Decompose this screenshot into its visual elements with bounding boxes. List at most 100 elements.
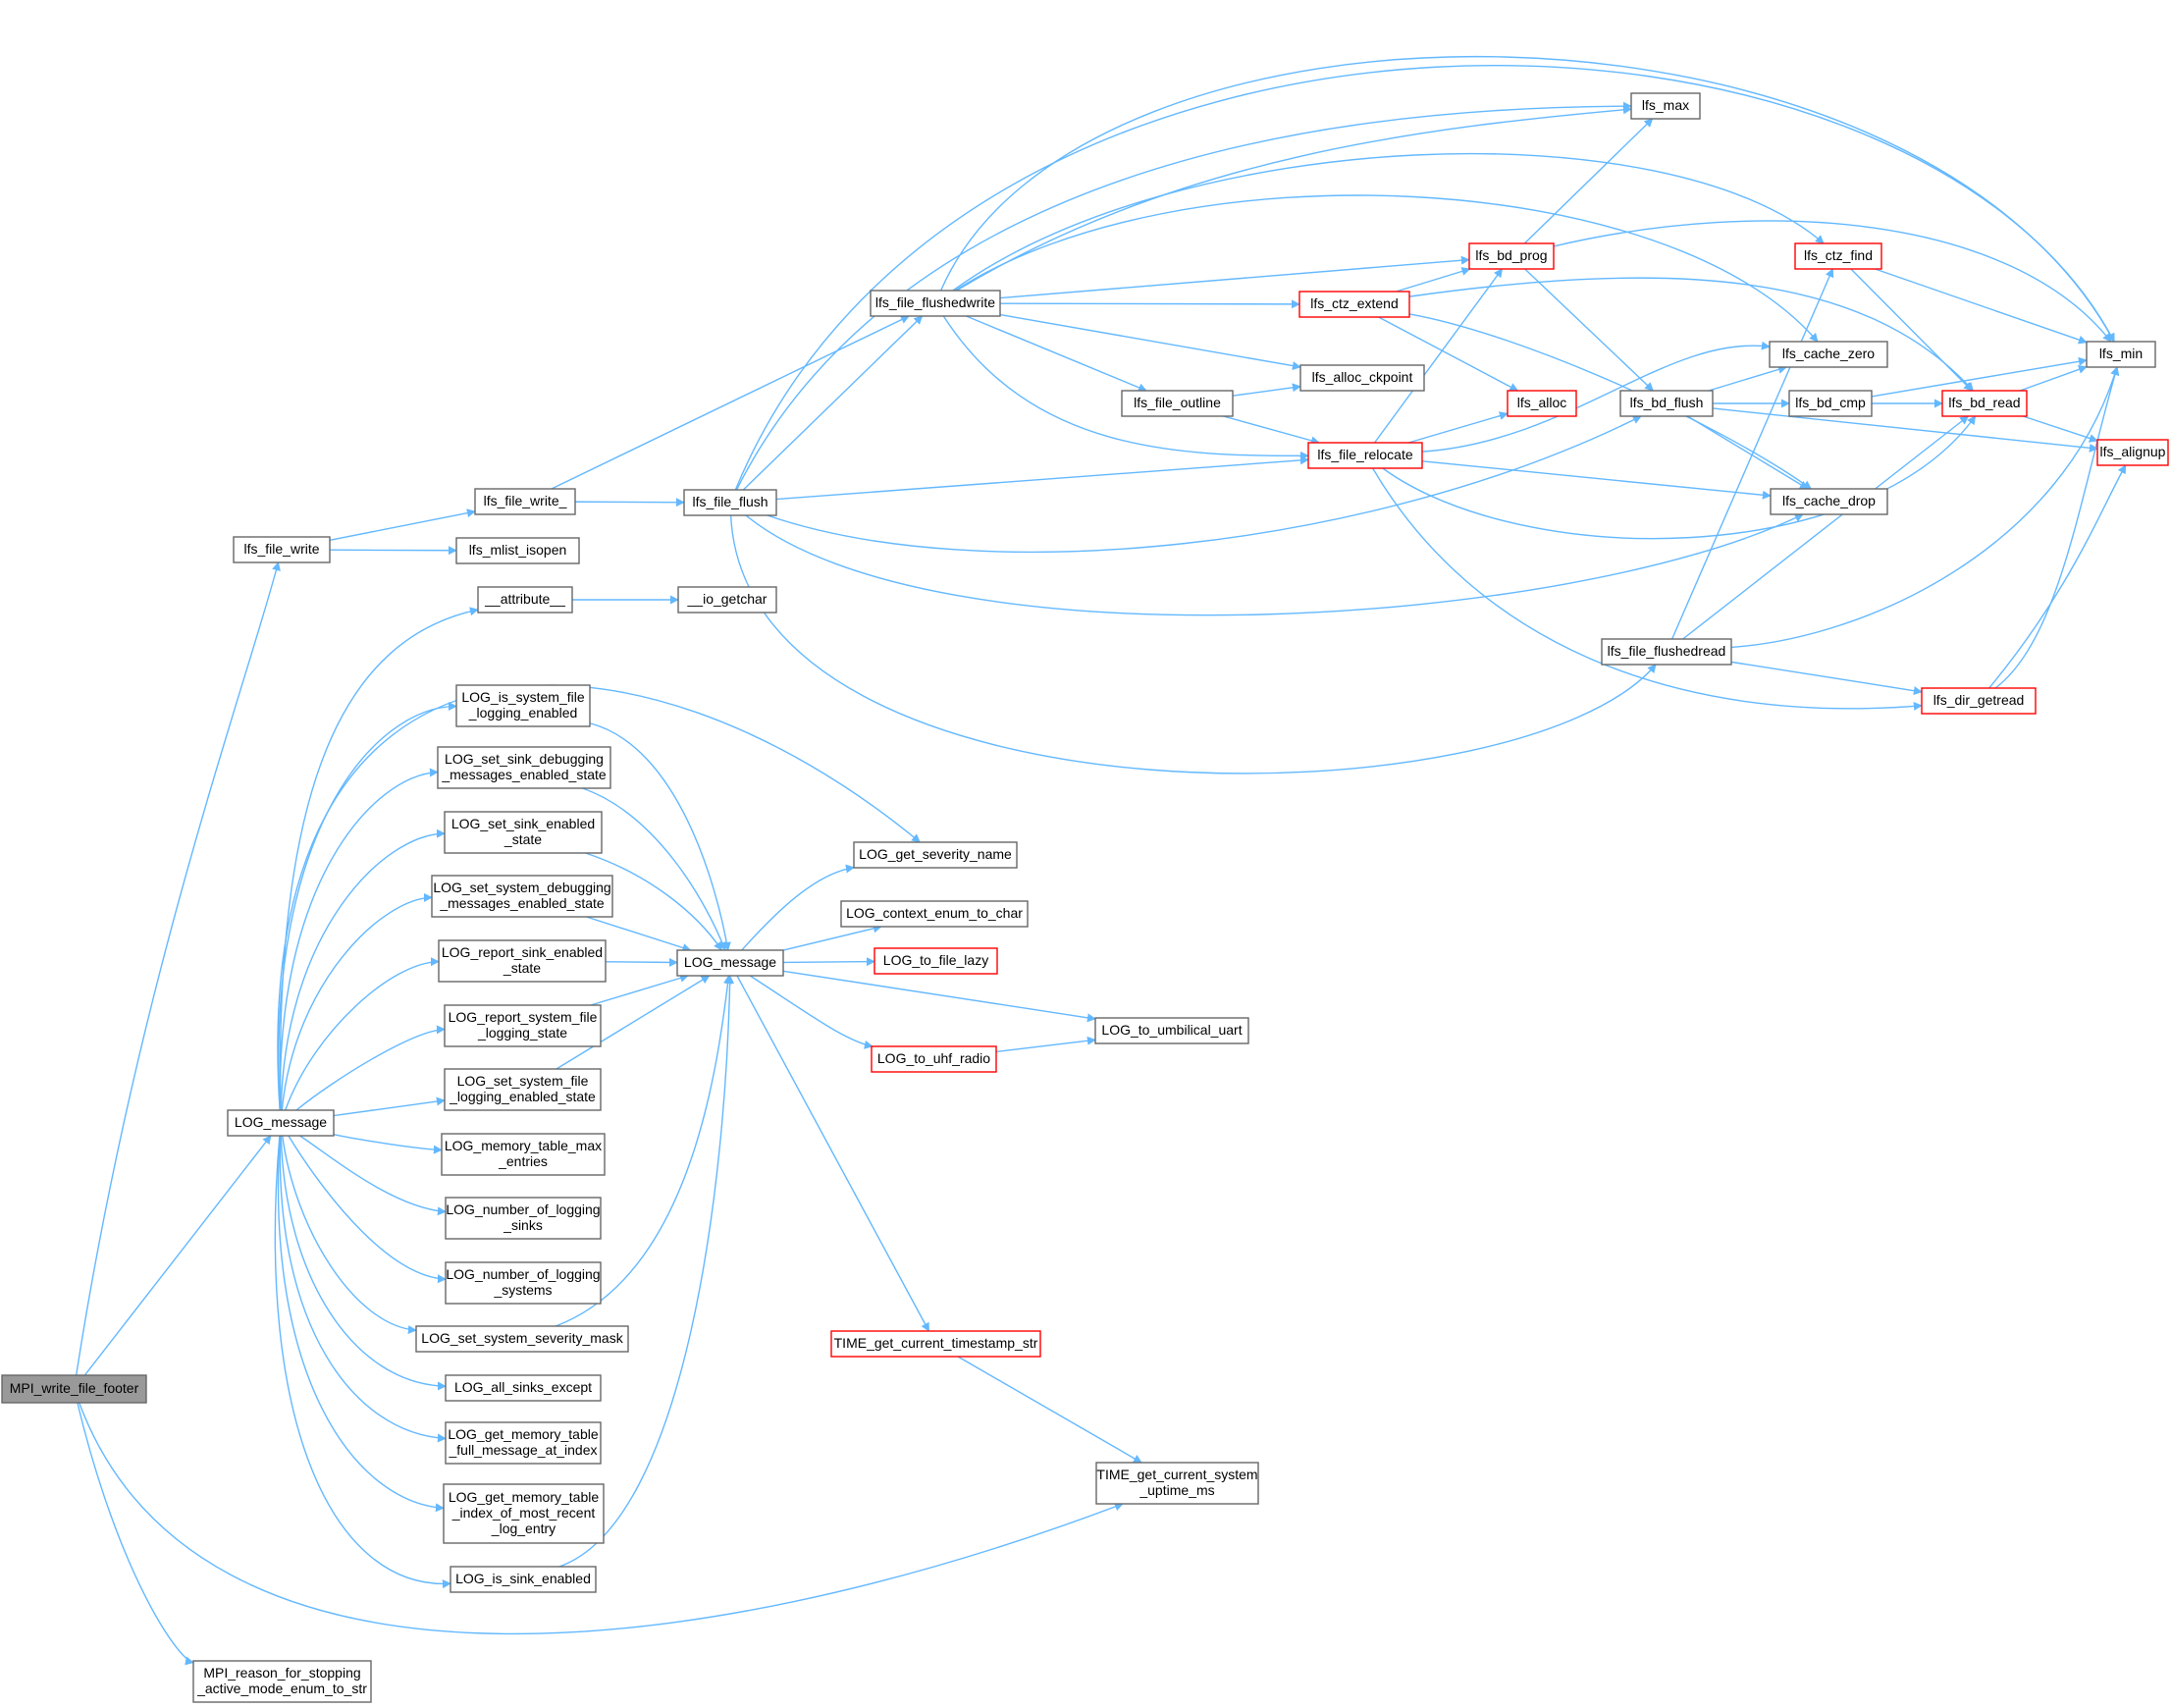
node-box [192,1660,372,1703]
edge-lfs_file_write_-to-lfs_file_flush [574,498,685,507]
edge-log_is_sys-to-log_message_b [589,722,731,951]
edge-log_message_a-to-log_set_sink_en [280,828,446,1111]
node-label: lfs_mlist_isopen [469,542,567,558]
nodes-layer: MPI_write_file_footer lfs_file_write lfs_f… [1,92,2169,1703]
node-lfs_file_flushedwrite[interactable]: lfs_file_flushedwrite [870,290,1001,317]
node-log_message_b[interactable]: LOG_message [676,949,784,977]
node-box [444,811,603,854]
node-label: _logging_enabled [468,705,578,721]
node-log_set_sink_dbg[interactable]: LOG_set_sink_debugging_messages_enabled_… [437,746,611,789]
node-lfs_file_flushedread[interactable]: lfs_file_flushedread [1601,638,1732,666]
node-log_umb[interactable]: LOG_to_umbilical_uart [1094,1017,1249,1044]
node-box [444,1004,602,1047]
node-lfs_ctz_extend[interactable]: lfs_ctz_extend [1298,291,1410,318]
node-lfs_alignup[interactable]: lfs_alignup [2096,439,2169,466]
edge-lfs_file_flush-to-lfs_file_flushedwrite [742,315,924,491]
node-lfs_cache_zero[interactable]: lfs_cache_zero [1769,341,1888,368]
node-log_message_a[interactable]: LOG_message [227,1109,335,1137]
edge-log_message_b-to-log_file_lazy [782,957,875,967]
node-log_all_sinks[interactable]: LOG_all_sinks_except [445,1374,602,1402]
node-lfs_alloc[interactable]: lfs_alloc [1507,390,1577,417]
node-label: LOG_get_memory_table [448,1426,599,1442]
node-log_report_sys[interactable]: LOG_report_system_file_logging_state [444,1004,602,1047]
node-log_set_sink_en[interactable]: LOG_set_sink_enabled_state [444,811,603,854]
node-lfs_file_flush[interactable]: lfs_file_flush [683,489,777,516]
node-label: _sinks [503,1217,543,1233]
node-lfs_ctz_find[interactable]: lfs_ctz_find [1794,242,1882,270]
node-lfs_file_outline[interactable]: lfs_file_outline [1121,390,1234,417]
edge-lfs_bd_read-to-lfs_min [2019,365,2088,392]
node-log_uhf[interactable]: LOG_to_uhf_radio [871,1045,997,1073]
node-box [1630,92,1701,120]
edge-lfs_ctz_find-to-lfs_bd_read [1850,268,1973,392]
node-attribute[interactable]: __attribute__ [477,586,573,614]
node-label: lfs_alloc_ckpoint [1312,369,1413,385]
node-box [437,746,611,789]
node-log_ctx[interactable]: LOG_context_enum_to_char [840,900,1029,928]
edge-lfs_file_flushedwrite-to-lfs_max [956,105,1632,292]
edge-log_message_a-to-log_set_sys_dbg [281,892,433,1111]
node-lfs_file_write_[interactable]: lfs_file_write_ [474,488,576,515]
node-log_get_idx[interactable]: LOG_get_memory_table_index_of_most_recen… [443,1483,605,1544]
node-label: LOG_set_sink_debugging [445,751,604,767]
edge-lfs_dir_getread-to-lfs_alignup [1988,464,2127,689]
node-log_set_sys_dbg[interactable]: LOG_set_system_debugging_messages_enable… [431,875,613,918]
node-log_mem_max[interactable]: LOG_memory_table_max_entries [441,1133,606,1176]
node-lfs_bd_cmp[interactable]: lfs_bd_cmp [1788,390,1873,417]
node-lfs_bd_read[interactable]: lfs_bd_read [1941,390,2028,417]
node-lfs_max[interactable]: lfs_max [1630,92,1701,120]
edge-lfs_dir_getread-to-lfs_min [1994,366,2120,689]
node-log_get_full[interactable]: LOG_get_memory_table_full_message_at_ind… [445,1421,602,1465]
node-box [438,939,607,983]
node-box [853,841,1018,869]
node-log_file_lazy[interactable]: LOG_to_file_lazy [874,947,998,975]
node-log_set_sys_file[interactable]: LOG_set_system_file_logging_enabled_stat… [444,1068,602,1111]
edge-lfs_file_flushedread-to-lfs_min [1730,366,2119,649]
node-label: _uptime_ms [1138,1482,1214,1498]
node-time_up[interactable]: TIME_get_current_system_uptime_ms [1095,1462,1259,1505]
node-label: lfs_bd_read [1948,395,2020,410]
node-label: lfs_bd_cmp [1795,395,1866,410]
node-lfs_dir_getread[interactable]: lfs_dir_getread [1921,687,2037,715]
edge-log_message_a-to-log_is_sys [278,702,457,1111]
node-lfs_bd_prog[interactable]: lfs_bd_prog [1468,242,1555,270]
node-time_ts[interactable]: TIME_get_current_timestamp_str [830,1330,1041,1358]
node-log_report_sink[interactable]: LOG_report_sink_enabled_state [438,939,607,983]
node-lfs_bd_flush[interactable]: lfs_bd_flush [1619,390,1714,417]
node-lfs_alloc_ckpoint[interactable]: lfs_alloc_ckpoint [1299,364,1425,392]
node-lfs_file_relocate[interactable]: lfs_file_relocate [1307,442,1423,469]
node-lfs_cache_drop[interactable]: lfs_cache_drop [1770,488,1888,515]
node-log_is_sink[interactable]: LOG_is_sink_enabled [450,1566,597,1593]
node-label: lfs_dir_getread [1933,692,2025,708]
node-root[interactable]: MPI_write_file_footer [1,1374,147,1404]
node-log_num_sinks[interactable]: LOG_number_of_logging_sinks [445,1197,602,1240]
node-log_set_sev[interactable]: LOG_set_system_severity_mask [415,1325,629,1353]
node-label: lfs_file_flushedwrite [875,294,995,310]
node-box [1298,291,1410,318]
node-box [441,1133,606,1176]
node-log_get_sev[interactable]: LOG_get_severity_name [853,841,1018,869]
node-lfs_min[interactable]: lfs_min [2086,341,2156,368]
node-box [1299,364,1425,392]
node-log_num_sys[interactable]: LOG_number_of_logging_systems [445,1261,602,1305]
edge-lfs_file_flush-to-lfs_file_flushedread [729,514,1657,774]
node-io_getchar[interactable]: __io_getchar [677,586,777,614]
edge-log_message_a-to-log_report_sys [295,1025,446,1111]
node-box [233,536,331,563]
node-lfs_file_write[interactable]: lfs_file_write [233,536,331,563]
node-box [830,1330,1041,1358]
node-box [445,1374,602,1402]
edge-lfs_ctz_extend-to-lfs_bd_read [1408,277,1974,392]
node-box [677,586,777,614]
edge-lfs_ctz_find-to-lfs_min [1875,268,2088,345]
node-label: _state [503,960,541,976]
node-lfs_mlist_isopen[interactable]: lfs_mlist_isopen [455,537,580,564]
node-label: LOG_is_system_file [461,689,584,705]
edge-root-to-lfs_file_write [75,561,281,1376]
node-box [1601,638,1732,666]
node-label: LOG_report_sink_enabled [442,944,603,960]
edge-log_message_a-to-log_set_sink_dbg [279,768,439,1111]
node-mpi_reason[interactable]: MPI_reason_for_stopping_active_mode_enum… [192,1660,372,1703]
node-log_is_sys[interactable]: LOG_is_system_file_logging_enabled [455,684,591,727]
node-box [1095,1462,1259,1505]
